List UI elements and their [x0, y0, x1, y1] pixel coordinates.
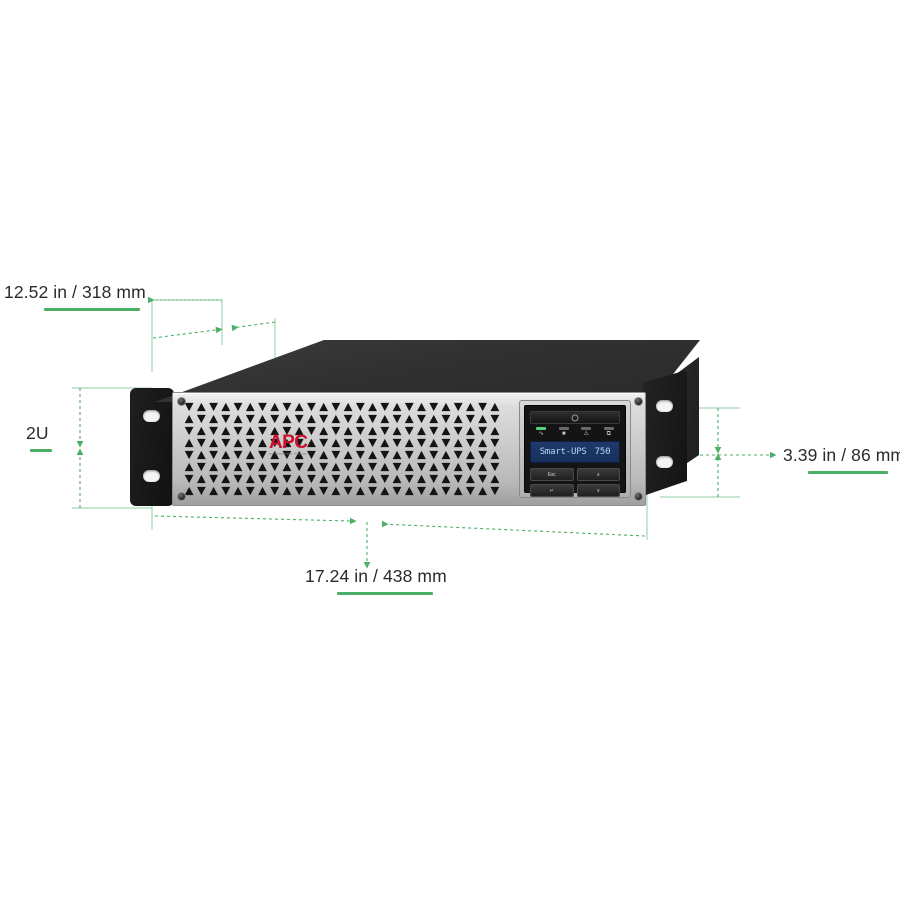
- rack-ear-hole: [656, 400, 673, 412]
- control-button-grid: Esc ∧ ↵ ∨: [530, 468, 620, 497]
- scroll-up-button[interactable]: ∧: [576, 468, 620, 481]
- apc-logo-tagline: by Schneider Electric: [269, 452, 308, 456]
- esc-button[interactable]: Esc: [530, 468, 574, 481]
- rack-ear-hole: [143, 470, 160, 482]
- width-dimension-label: 17.24 in / 438 mm: [305, 566, 447, 586]
- scroll-down-button[interactable]: ∨: [576, 484, 620, 497]
- ups-product-illustration: APC by Schneider Electric ∿: [110, 340, 710, 520]
- apc-logo: APC by Schneider Electric: [269, 432, 308, 457]
- rack-ear-right: [643, 370, 687, 496]
- depth-dimension-underline: [44, 308, 140, 311]
- height-dimension-label: 2U: [26, 423, 49, 443]
- on-line-led: ∿: [535, 427, 548, 437]
- front-height-dimension-label: 3.39 in / 86 mm: [783, 445, 900, 465]
- front-height-dimension-underline: [808, 471, 888, 474]
- rack-ear-hole: [143, 410, 160, 422]
- power-button[interactable]: [530, 411, 620, 424]
- status-led-row: ∿ ■ ⚠ ⧉: [530, 427, 620, 437]
- ventilation-grille: [184, 402, 500, 496]
- fault-led: ⚠: [580, 427, 593, 437]
- rack-ear-hole: [656, 456, 673, 468]
- bezel-screw: [634, 492, 643, 501]
- bezel-screw: [634, 397, 643, 406]
- control-panel: ∿ ■ ⚠ ⧉: [519, 400, 631, 498]
- overload-led: ⧉: [602, 427, 615, 437]
- apc-logo-wordmark: APC: [269, 432, 308, 453]
- lcd-display: Smart-UPS 750: [530, 441, 620, 463]
- front-bezel: APC by Schneider Electric ∿: [172, 392, 646, 506]
- on-battery-led: ■: [557, 427, 570, 437]
- lcd-model-text: Smart-UPS: [539, 447, 587, 457]
- enter-button[interactable]: ↵: [530, 484, 574, 497]
- depth-dimension-label: 12.52 in / 318 mm: [4, 282, 146, 302]
- width-dimension-underline: [337, 592, 433, 595]
- lcd-rating-text: 750: [594, 447, 611, 457]
- control-panel-face: ∿ ■ ⚠ ⧉: [524, 405, 626, 497]
- rack-ear-left: [130, 388, 174, 506]
- bezel-screw: [177, 397, 186, 406]
- height-dimension-underline: [30, 449, 52, 452]
- power-icon: [571, 414, 579, 421]
- bezel-screw: [177, 492, 186, 501]
